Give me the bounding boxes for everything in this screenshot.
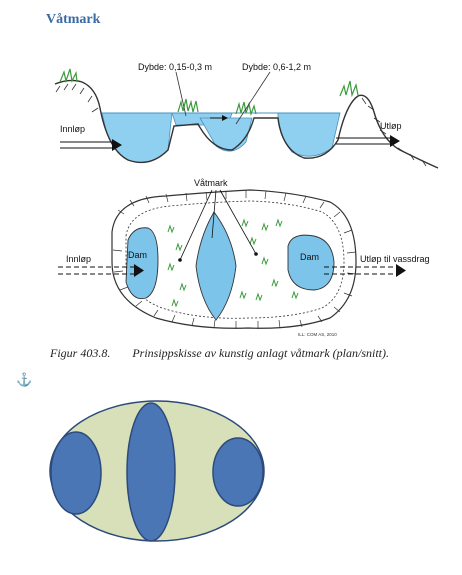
- label-section-outlet: Utløp: [380, 121, 402, 131]
- plan-view: Våtmark Innløp Dam Dam Utløp til vassdra…: [58, 178, 430, 337]
- label-depth-deep: Dybde: 0,6-1,2 m: [242, 62, 311, 72]
- anchor-icon[interactable]: ⚓: [16, 372, 33, 387]
- water-middle-deep: [199, 117, 253, 152]
- label-plan-outlet: Utløp til vassdrag: [360, 254, 430, 264]
- label-plan-pond-right: Dam: [300, 252, 319, 262]
- label-credit: ILL: COM AS, 2010: [298, 332, 337, 337]
- plan-wetland-center: [195, 211, 237, 321]
- figure-caption: Figur 403.8. Prinsippskisse av kunstig an…: [50, 346, 389, 361]
- heading-vatmark: Våtmark: [46, 12, 101, 27]
- wetland-figure: Dybde: 0,15-0,3 m Dybde: 0,6-1,2 m Innlø…: [54, 62, 439, 337]
- plan-pond-left: [125, 227, 159, 300]
- label-plan-inlet: Innløp: [66, 254, 91, 264]
- terrain-profile: [54, 79, 439, 169]
- label-depth-shallow: Dybde: 0,15-0,3 m: [138, 62, 212, 72]
- label-plan-pond-left: Dam: [128, 250, 147, 260]
- cross-section: Dybde: 0,15-0,3 m Dybde: 0,6-1,2 m Innlø…: [54, 62, 439, 169]
- shape-wetland-center[interactable]: [126, 402, 176, 542]
- caption-number: Figur 403.8.: [50, 346, 111, 360]
- plan-pond-right: [287, 234, 335, 291]
- label-section-inlet: Innløp: [60, 124, 85, 134]
- shape-pond-right[interactable]: [212, 437, 264, 507]
- caption-text: Prinsippskisse av kunstig anlagt våtmark…: [132, 346, 389, 360]
- shape-pond-left[interactable]: [50, 431, 102, 515]
- label-plan-wetland: Våtmark: [194, 178, 228, 188]
